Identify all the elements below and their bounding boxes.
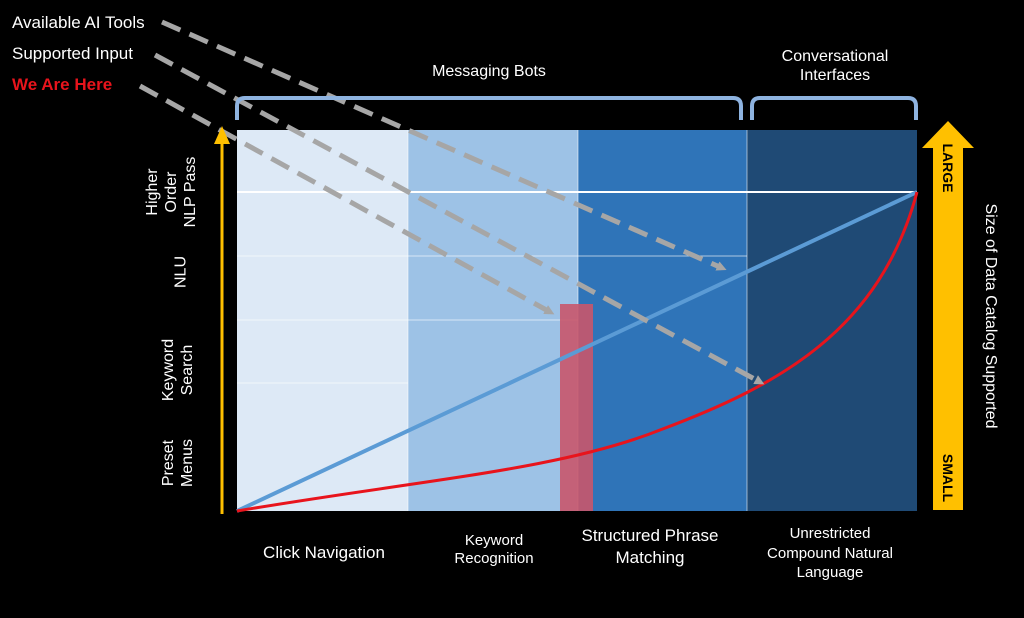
conversational-bracket [750,96,918,120]
arrow-supported-input [153,52,765,385]
legend-pointer-arrows [138,19,765,385]
right-axis-title: Size of Data Catalog Supported [982,203,999,429]
supported-input-line [236,190,918,513]
category-unrestricted-line2: Compound Natural [767,544,893,562]
level-nlu: NLU [172,255,190,289]
legend-supported-input: Supported Input [12,44,133,63]
level-higher-order-line1: Higher [144,168,162,216]
level-higher-order-nlp-pass: Higher Order NLP Pass [143,157,201,228]
scale-large-label: LARGE [940,143,956,193]
left-axis-arrow [214,126,230,514]
category-structured-phrase-matching: Structured Phrase Matching [581,525,718,569]
legend-available-ai-tools: Available AI Tools [12,13,145,32]
category-unrestricted-line3: Language [796,564,864,581]
level-higher-order-line2: Order [163,171,181,213]
arrow-available-ai-tools [160,19,727,271]
we-are-here-marker [560,304,593,511]
category-structured-line2: Matching [615,548,685,568]
available-ai-tools-curve [236,191,919,513]
zone-structured-phrase [578,130,747,511]
messaging-bots-bracket [235,96,743,120]
gridlines [237,255,747,384]
category-unrestricted-language: Unrestricted Compound Natural Language [767,524,893,583]
zone-unrestricted-language [747,130,917,511]
legend-we-are-here: We Are Here [12,75,113,94]
arrow-we-are-here [138,83,555,315]
level-preset-menus-line2: Menus [179,438,196,488]
category-keyword-recognition-line2: Recognition [454,550,534,567]
conversational-label-line1: Conversational [781,48,889,65]
level-keyword-search: Keyword Search [159,339,197,401]
level-keyword-search-line2: Search [179,344,196,396]
category-structured-line1: Structured Phrase [581,526,719,545]
scale-small-label: SMALL [940,453,956,503]
level-higher-order-line3: NLP Pass [182,156,200,228]
conversational-interfaces-label: Conversational Interfaces [782,47,889,85]
category-click-navigation: Click Navigation [263,543,385,562]
conversational-label-line2: Interfaces [799,67,871,85]
level-preset-menus: Preset Menus [159,439,197,487]
category-keyword-recognition-line1: Keyword [464,532,524,549]
level-keyword-search-line1: Keyword [159,338,177,402]
right-axis-arrow [922,121,974,510]
category-keyword-recognition: Keyword Recognition [454,532,533,568]
level-preset-menus-line1: Preset [159,439,177,487]
messaging-bots-label: Messaging Bots [432,63,546,80]
category-unrestricted-line1: Unrestricted [789,525,871,542]
